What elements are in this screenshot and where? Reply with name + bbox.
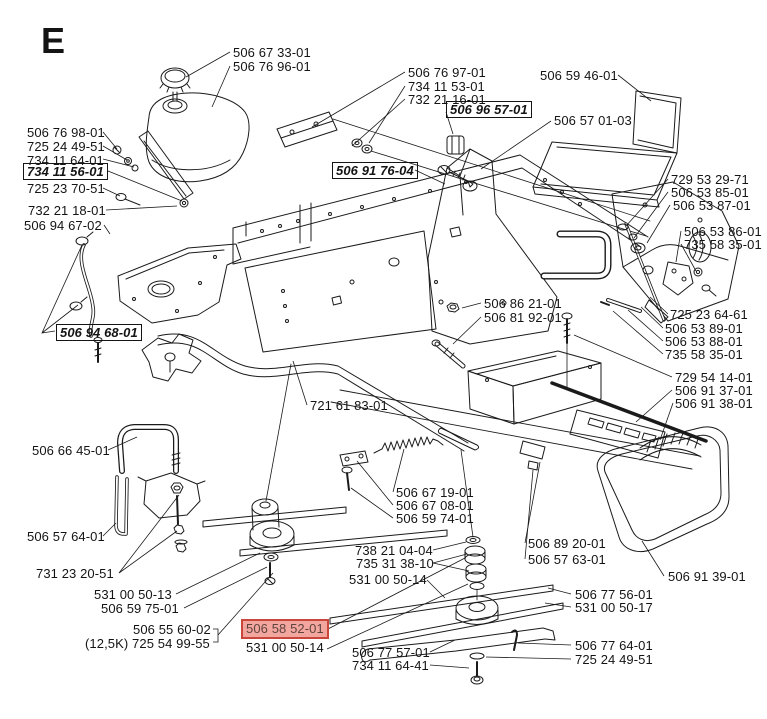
part-label: 506 53 89-01 bbox=[665, 321, 743, 336]
part-label: 506 53 87-01 bbox=[673, 198, 751, 213]
part-label: 732 21 16-01 bbox=[408, 92, 486, 107]
part-label: 506 76 97-01 bbox=[408, 65, 486, 80]
part-label: 506 67 19-01 bbox=[396, 485, 474, 500]
part-label: 531 00 50-13 bbox=[94, 587, 172, 602]
part-label: 506 91 38-01 bbox=[675, 396, 753, 411]
part-label: 729 54 14-01 bbox=[675, 370, 753, 385]
part-label: 506 67 08-01 bbox=[396, 498, 474, 513]
part-label: 506 53 86-01 bbox=[684, 224, 762, 239]
part-label: 506 77 56-01 bbox=[575, 587, 653, 602]
part-label: 734 11 64-41 bbox=[352, 658, 429, 673]
part-label: 531 00 50-14 bbox=[349, 572, 427, 587]
part-label: 735 31 38-10 bbox=[356, 556, 434, 571]
part-label-boxed: 506 96 57-01 bbox=[446, 101, 532, 118]
part-label: 738 21 04-04 bbox=[355, 543, 433, 558]
part-label: 506 77 64-01 bbox=[575, 638, 653, 653]
part-label: 731 23 20-51 bbox=[36, 566, 114, 581]
part-label: 735 58 35-01 bbox=[684, 237, 762, 252]
part-label: 506 59 74-01 bbox=[396, 511, 474, 526]
part-label-highlighted[interactable]: 506 58 52-01 bbox=[241, 619, 329, 639]
part-label: 506 57 63-01 bbox=[528, 552, 606, 567]
part-label: 506 86 21-01 bbox=[484, 296, 562, 311]
part-label: 506 89 20-01 bbox=[528, 536, 606, 551]
part-label: 729 53 29-71 bbox=[671, 172, 749, 187]
part-label: 725 23 70-51 bbox=[27, 181, 105, 196]
part-label: 725 23 64-61 bbox=[670, 307, 748, 322]
part-label: 725 24 49-51 bbox=[27, 139, 105, 154]
part-label: 506 76 96-01 bbox=[233, 59, 311, 74]
section-letter: E bbox=[41, 20, 66, 61]
part-label: 506 59 75-01 bbox=[101, 601, 179, 616]
part-label: 506 59 46-01 bbox=[540, 68, 618, 83]
part-label: 531 00 50-14 bbox=[246, 640, 324, 655]
part-label: 506 57 64-01 bbox=[27, 529, 105, 544]
part-label: 734 11 64-01 bbox=[27, 153, 104, 168]
part-label: 506 57 01-03 bbox=[554, 113, 632, 128]
part-label: 506 81 92-01 bbox=[484, 310, 562, 325]
part-label: 506 55 60-02 bbox=[133, 622, 211, 637]
part-label-boxed: 506 91 76-04 bbox=[332, 162, 418, 179]
part-label: 506 53 85-01 bbox=[671, 185, 749, 200]
part-label: 506 91 37-01 bbox=[675, 383, 753, 398]
part-label-boxed: 734 11 56-01 bbox=[23, 163, 108, 180]
part-label: (12,5K) 725 54 99-55 bbox=[85, 636, 210, 651]
part-label: 506 94 67-02 bbox=[24, 218, 102, 233]
part-label: 735 58 35-01 bbox=[665, 347, 743, 362]
part-label-boxed: 506 94 68-01 bbox=[56, 324, 142, 341]
part-label: 506 66 45-01 bbox=[32, 443, 110, 458]
part-label: 506 91 39-01 bbox=[668, 569, 746, 584]
part-label: 725 24 49-51 bbox=[575, 652, 653, 667]
part-label: 732 21 18-01 bbox=[28, 203, 106, 218]
part-label: 506 76 98-01 bbox=[27, 125, 105, 140]
part-label: 506 77 57-01 bbox=[352, 645, 430, 660]
part-label: 734 11 53-01 bbox=[408, 79, 485, 94]
part-label: 721 61 83-01 bbox=[310, 398, 388, 413]
part-label: 506 53 88-01 bbox=[665, 334, 743, 349]
part-label: 506 67 33-01 bbox=[233, 45, 311, 60]
part-label: 531 00 50-17 bbox=[575, 600, 653, 615]
